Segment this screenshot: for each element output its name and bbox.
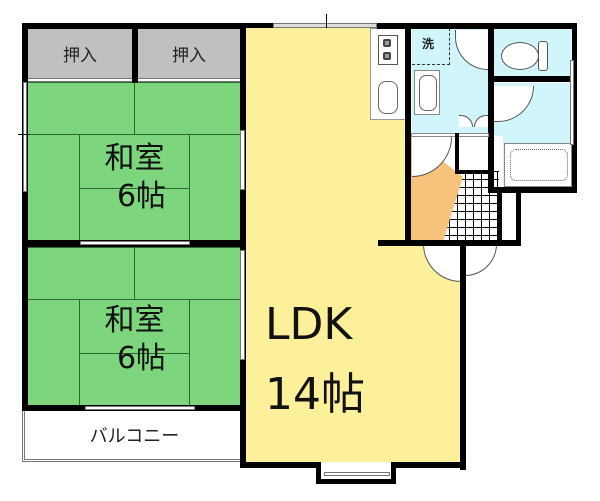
washroom-door[interactable] [455,30,488,70]
washitsu-upper-slider[interactable] [240,130,245,190]
balcony-label: バルコニー [89,426,180,447]
ldk-label: LDK 14帖 [265,290,405,431]
toilet-room [494,28,572,76]
closet-right-label: 押入 [172,45,206,66]
closet-left-label: 押入 [63,45,97,66]
washitsu-upper-size: 6帖 [116,178,167,214]
washitsu-lower-label: 和室 6帖 [79,302,190,377]
washitsu-upper-label: 和室 6帖 [79,140,190,215]
washitsu-lower-size: 6帖 [116,340,167,376]
stove [378,35,398,65]
ldk-top-window[interactable] [273,23,377,28]
balcony-door[interactable] [85,406,195,410]
ldk-size: 14帖 [265,369,365,421]
ldk-bay-window[interactable] [316,462,396,484]
bathroom [494,83,572,187]
washing-machine-space: 洗 [412,28,450,65]
bathtub [504,143,572,187]
washitsu-upper-name: 和室 [104,141,165,176]
storage-doors[interactable] [459,115,489,133]
vanity-basin [419,75,437,111]
vanity [414,70,440,115]
washitsu-divider-door[interactable] [80,241,190,245]
washitsu-upper: 和室 6帖 [27,82,241,242]
bathtub-basin [510,149,568,181]
washitsu-lower-name: 和室 [104,303,165,338]
toilet-tank [538,41,548,71]
washroom: 洗 [412,28,489,134]
closet-left: 押入 [27,28,133,78]
closet-right: 押入 [137,28,241,78]
washitsu-lower-slider[interactable] [240,250,245,360]
bathroom-door[interactable] [494,86,534,122]
washitsu-upper-window[interactable] [23,82,27,192]
washitsu-lower: 和室 6帖 [27,247,241,406]
kitchen-sink [378,81,398,114]
balcony: バルコニー [22,410,244,462]
burner-icon [383,52,391,60]
bathroom-window[interactable] [570,60,574,145]
toilet-bowl [501,42,539,70]
ldk: LDK 14帖 [245,242,464,466]
burner-icon [383,39,391,47]
kitchen-counter [370,28,406,120]
exterior-door[interactable] [465,244,497,276]
washroom-label: 洗 [422,37,435,51]
ldk-name: LDK [265,299,353,350]
